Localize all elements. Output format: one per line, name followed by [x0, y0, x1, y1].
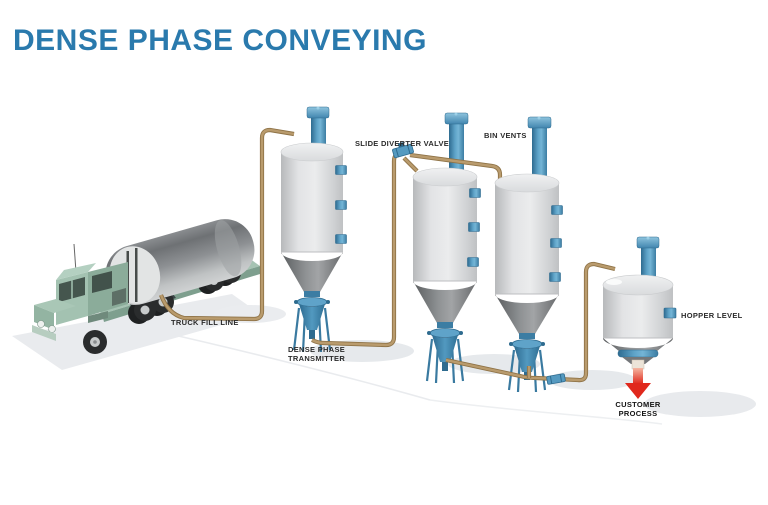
truck-front-wheel	[83, 330, 107, 354]
page-title: DENSE PHASE CONVEYING	[13, 24, 427, 57]
truck-side-vent	[112, 288, 126, 306]
bin-vent-3	[527, 116, 552, 186]
label-slide-diverter-valve: SLIDE DIVERTER VALVE	[355, 139, 450, 148]
label-dense-phase-transmitter: DENSE PHASE TRANSMITTER	[288, 345, 346, 363]
bin-vent-2	[444, 112, 469, 180]
storage-silo-1	[280, 106, 347, 353]
hopper-cone	[603, 338, 673, 352]
label-bin-vents: BIN VENTS	[484, 131, 527, 140]
level-sensors-1	[335, 165, 347, 244]
truck-antenna	[73, 243, 77, 273]
dense-phase-transmitter-3	[507, 333, 547, 393]
truck-fill-line-pipe	[159, 127, 295, 322]
truck-bumper	[32, 325, 56, 341]
truck-cab	[32, 243, 138, 341]
silo-cone	[413, 281, 477, 323]
truck-roof	[56, 263, 96, 280]
storage-silo-3	[494, 173, 563, 393]
truck-hood	[34, 299, 76, 313]
hopper-level-sensor	[663, 307, 677, 319]
dense-phase-transmitter-2	[425, 322, 465, 384]
dense-phase-transmitter-1	[292, 291, 332, 353]
level-sensors-3	[549, 205, 563, 282]
label-truck-fill-line: TRUCK FILL LINE	[171, 318, 239, 327]
storage-silo-2	[412, 167, 481, 384]
line-valve	[546, 373, 566, 385]
truck-headlight	[48, 325, 56, 333]
tanker-truck	[32, 219, 260, 354]
truck-door-window	[92, 271, 112, 293]
ground-shadows	[12, 294, 756, 425]
hopper-outlet-flange	[617, 349, 659, 358]
slide-diverter-valve	[392, 142, 414, 159]
silo-cone	[495, 294, 559, 334]
silo-cone	[281, 252, 343, 292]
customer-process-down-arrow-icon	[625, 368, 651, 399]
label-customer-process: CUSTOMER PROCESS	[615, 400, 661, 418]
truck-headlight	[37, 320, 45, 328]
hopper-discharge-nozzle	[631, 359, 645, 370]
level-sensors-2	[467, 188, 481, 267]
receiving-hopper	[602, 236, 677, 370]
truck-exhaust-stack	[135, 248, 138, 302]
label-hopper-level: HOPPER LEVEL	[681, 311, 743, 320]
transfer-to-hopper-pipe	[445, 261, 616, 383]
